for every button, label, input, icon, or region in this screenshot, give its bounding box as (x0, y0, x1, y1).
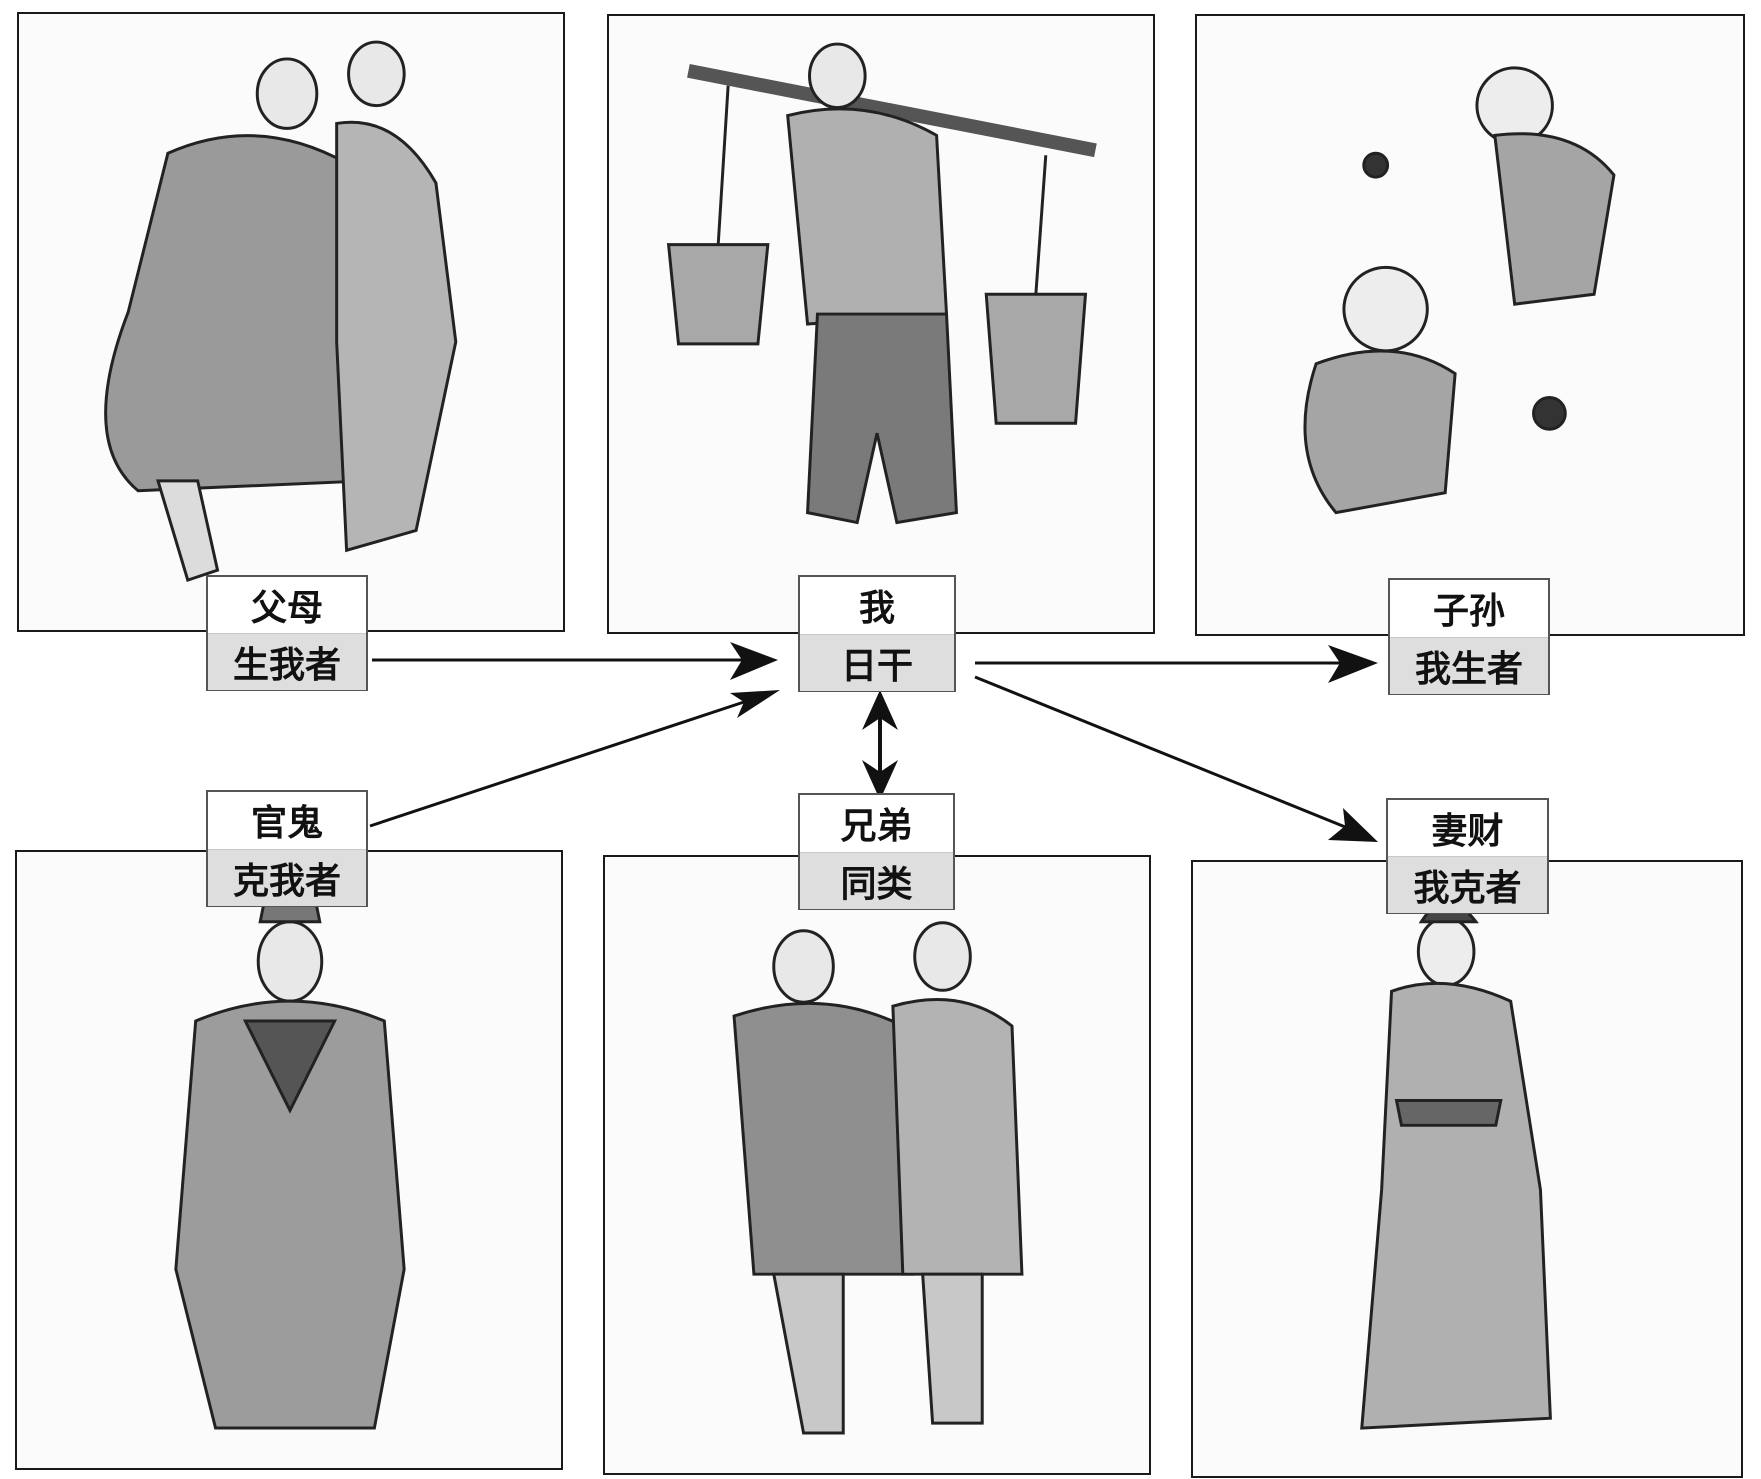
official-figure (174, 895, 406, 1430)
self-subtitle: 日干 (800, 633, 954, 691)
parents-subtitle: 生我者 (208, 633, 366, 690)
offspring-subtitle: 我生者 (1390, 636, 1548, 694)
self-label: 我 日干 (798, 575, 956, 692)
official-panel (15, 850, 563, 1470)
water-carrier-figure (666, 42, 1097, 525)
siblings-panel (603, 855, 1151, 1475)
siblings-label: 兄弟 同类 (798, 793, 955, 910)
official-subtitle: 克我者 (208, 848, 366, 906)
offspring-panel (1195, 14, 1745, 636)
offspring-label: 子孙 我生者 (1388, 578, 1550, 695)
official-title: 官鬼 (250, 803, 323, 845)
wealth-label: 妻财 我克者 (1386, 798, 1549, 914)
arrowhead-self-offspring (1328, 645, 1378, 683)
wealth-title: 妻财 (1431, 811, 1504, 852)
arrowhead-self-siblings-up (862, 690, 898, 730)
parents-label: 父母 生我者 (206, 575, 368, 691)
parents-panel (17, 12, 565, 632)
elderly-couple-figure (104, 40, 458, 583)
playing-children-figure (1303, 66, 1616, 515)
brothers-figure (732, 921, 1024, 1435)
arrowhead-official-self (730, 690, 780, 718)
official-label: 官鬼 克我者 (206, 790, 368, 907)
arrow-self-to-wealth (974, 675, 1361, 835)
self-panel (607, 14, 1155, 634)
wealth-subtitle: 我克者 (1388, 856, 1547, 913)
self-title: 我 (858, 588, 895, 630)
arrow-official-to-self (369, 698, 751, 828)
parents-title: 父母 (250, 588, 323, 629)
lady-figure (1360, 900, 1552, 1430)
offspring-title: 子孙 (1432, 591, 1505, 633)
arrowhead-parents-self (730, 642, 778, 680)
siblings-subtitle: 同类 (800, 851, 953, 909)
siblings-title: 兄弟 (840, 806, 913, 848)
wealth-panel (1191, 860, 1743, 1478)
arrowhead-self-wealth (1328, 808, 1378, 842)
